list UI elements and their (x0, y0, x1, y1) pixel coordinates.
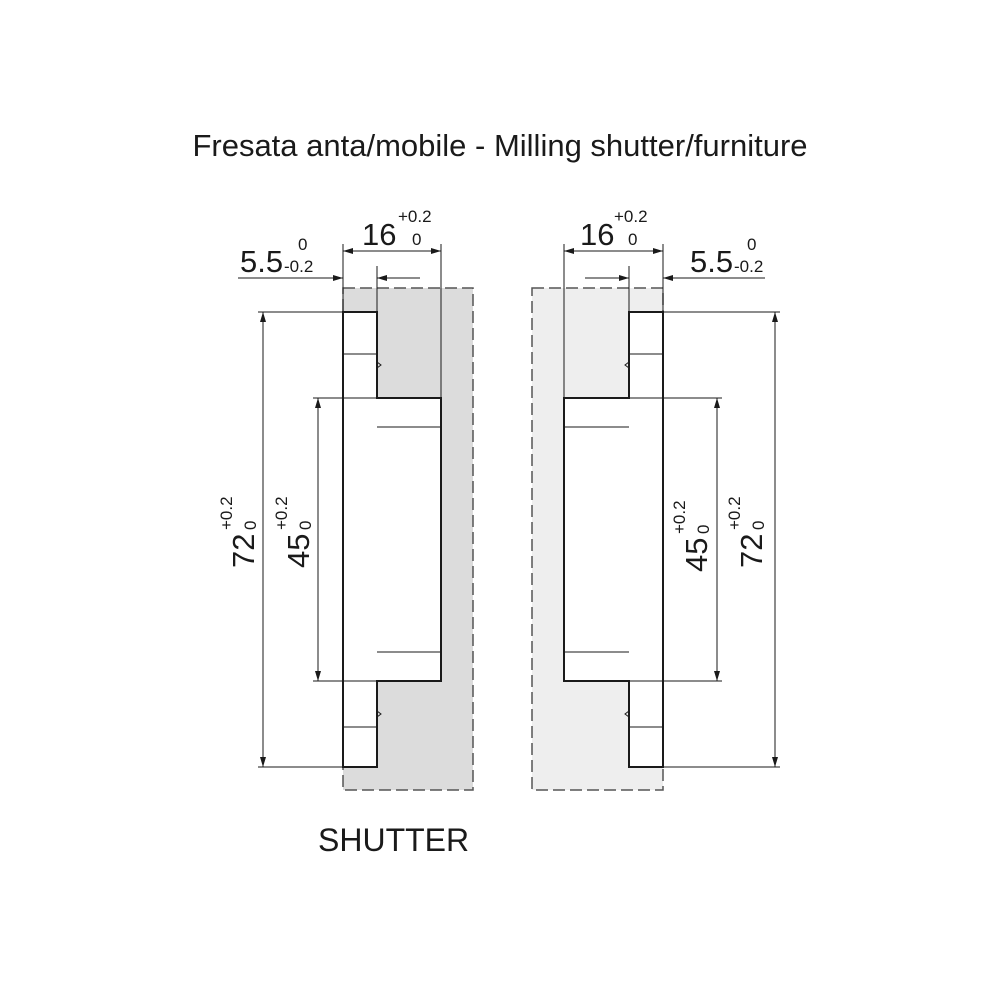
svg-text:45: 45 (679, 538, 714, 572)
furniture-height45-label: 45 +0.2 0 (670, 500, 714, 572)
svg-text:5.5: 5.5 (240, 244, 283, 279)
svg-text:+0.2: +0.2 (272, 496, 291, 530)
svg-text:5.5: 5.5 (690, 244, 733, 279)
furniture-height72-label: 72 +0.2 0 (725, 496, 769, 568)
svg-text:+0.2: +0.2 (670, 500, 689, 534)
diagram-title: Fresata anta/mobile - Milling shutter/fu… (192, 128, 808, 163)
svg-text:0: 0 (694, 525, 713, 534)
svg-text:0: 0 (296, 521, 315, 530)
shutter-view: 16 +0.2 0 5.5 0 -0.2 72 +0.2 0 45 +0.2 0 (217, 207, 474, 791)
svg-text:16: 16 (362, 217, 396, 252)
svg-text:0: 0 (749, 521, 768, 530)
svg-text:+0.2: +0.2 (614, 207, 648, 226)
shutter-depth-label: 5.5 0 -0.2 (240, 235, 313, 279)
furniture-depth-label: 5.5 0 -0.2 (690, 235, 763, 279)
svg-text:0: 0 (298, 235, 307, 254)
shutter-width-label: 16 +0.2 0 (362, 207, 432, 252)
svg-text:+0.2: +0.2 (217, 496, 236, 530)
furniture-width-label: 16 +0.2 0 (580, 207, 648, 252)
shutter-caption: SHUTTER (318, 822, 470, 858)
furniture-milling-cutout (563, 311, 664, 768)
furniture-view: 16 +0.2 0 5.5 0 -0.2 45 +0.2 0 72 +0.2 0 (531, 207, 780, 791)
shutter-height45-label: 45 +0.2 0 (272, 496, 316, 568)
svg-text:0: 0 (412, 230, 421, 249)
shutter-height72-label: 72 +0.2 0 (217, 496, 261, 568)
svg-text:0: 0 (747, 235, 756, 254)
svg-text:45: 45 (281, 534, 316, 568)
svg-text:+0.2: +0.2 (398, 207, 432, 226)
svg-text:72: 72 (226, 534, 261, 568)
svg-text:-0.2: -0.2 (734, 257, 763, 276)
svg-text:-0.2: -0.2 (284, 257, 313, 276)
svg-text:16: 16 (580, 217, 614, 252)
svg-text:+0.2: +0.2 (725, 496, 744, 530)
shutter-milling-cutout (342, 311, 442, 768)
svg-text:0: 0 (241, 521, 260, 530)
svg-text:0: 0 (628, 230, 637, 249)
svg-text:72: 72 (734, 534, 769, 568)
